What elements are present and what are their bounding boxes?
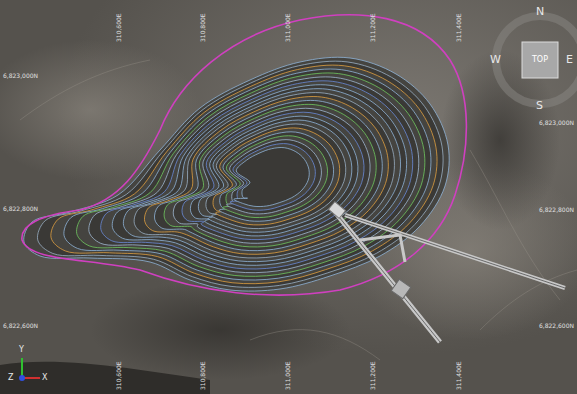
coordinate-label: 310,600E [116, 13, 122, 42]
compass-letter: N [536, 6, 544, 17]
bench-contour [173, 108, 370, 243]
axis-label: Y [19, 346, 24, 354]
coordinate-label: 6,822,800N [3, 206, 38, 212]
haul-roads [328, 202, 565, 342]
bench-contour [234, 148, 310, 207]
bench-contour [230, 144, 315, 211]
bench-contour [77, 73, 425, 276]
bench-contour [198, 120, 352, 232]
coordinate-label: 6,823,000N [539, 120, 574, 126]
coordinate-label: 310,800E [200, 13, 206, 42]
bench-contour [37, 61, 443, 287]
coordinate-label: 6,822,600N [539, 323, 574, 329]
view-compass [496, 16, 577, 104]
coordinate-label: 6,823,000N [3, 73, 38, 79]
bench-contour [101, 81, 413, 269]
coordinate-label: 311,400E [456, 361, 462, 390]
bench-contour [182, 112, 364, 239]
bench-contour [190, 116, 358, 236]
coordinate-label: 311,000E [285, 361, 291, 390]
pit-design [24, 57, 449, 291]
coordinate-label: 311,200E [370, 361, 376, 390]
bench-contour [226, 140, 321, 214]
bench-contour [213, 128, 340, 225]
view-cube-label: TOP [532, 56, 548, 64]
ridges [20, 60, 577, 360]
bench-contour [51, 65, 437, 284]
pit-boundary [22, 15, 467, 295]
coordinate-label: 311,400E [456, 13, 462, 42]
bench-contour [219, 132, 333, 221]
coordinate-label: 6,822,800N [539, 207, 574, 213]
coordinate-label: 311,000E [285, 13, 291, 42]
lowland [0, 362, 210, 394]
axis-label: Z [8, 374, 13, 382]
bench-contour [112, 85, 406, 266]
bench-contour [134, 93, 394, 258]
coordinate-label: 311,200E [370, 13, 376, 42]
coordinate-label: 6,822,600N [3, 323, 38, 329]
compass-letter: W [490, 54, 501, 65]
bench-contour [24, 57, 449, 291]
coordinate-label: 310,600E [116, 361, 122, 390]
compass-letter: E [566, 54, 573, 65]
bench-contour [89, 77, 419, 273]
bench-contour [223, 136, 328, 218]
axis-triad [19, 358, 40, 381]
compass-letter: S [536, 100, 543, 111]
axis-label: X [42, 374, 47, 382]
bench-contour [123, 89, 400, 262]
coordinate-label: 310,800E [200, 361, 206, 390]
bench-contour [206, 124, 346, 229]
bench-contour [64, 69, 431, 280]
